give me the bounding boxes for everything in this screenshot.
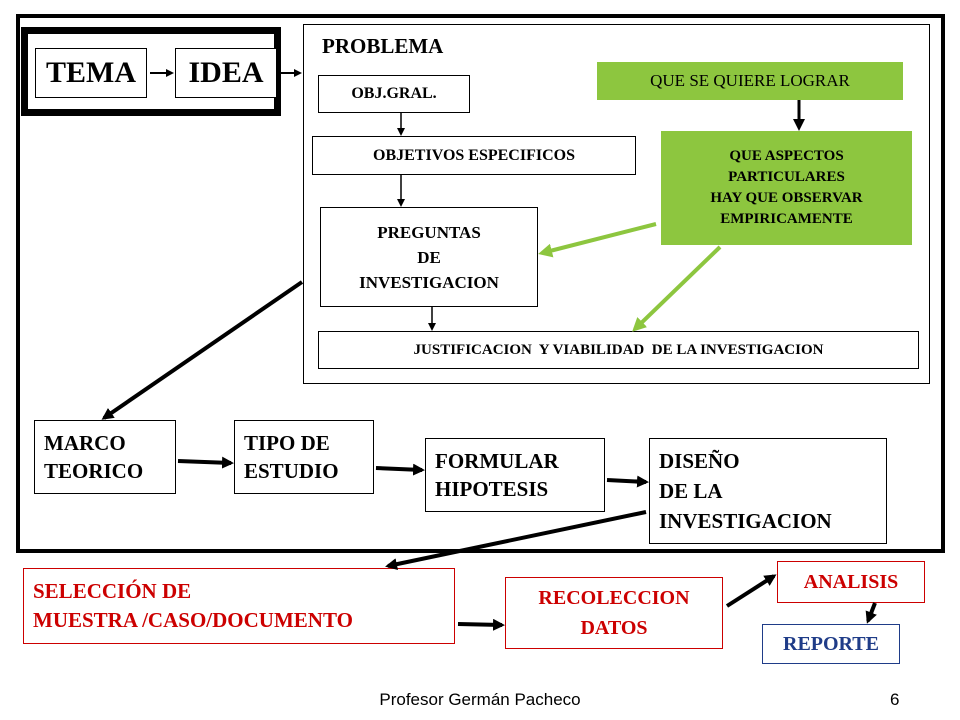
preguntas-line-2: DE (417, 247, 441, 267)
seleccion-muestra-line-2: MUESTRA /CASO/DOCUMENTO (33, 608, 353, 632)
preguntas-node: PREGUNTAS DE INVESTIGACION (320, 207, 538, 307)
obj-gral-label: OBJ.GRAL. (351, 85, 437, 102)
arrow-seleccion-recoleccion (457, 618, 505, 631)
tema-idea-frame (21, 27, 281, 116)
que-aspectos-node: QUE ASPECTOS PARTICULARES HAY QUE OBSERV… (661, 131, 912, 245)
que-aspectos-line-2: PARTICULARES (728, 169, 845, 185)
que-se-quiere-lograr-node: QUE SE QUIERE LOGRAR (597, 62, 903, 100)
arrow-analisis-reporte (865, 602, 877, 624)
footer-author: Profesor Germán Pacheco (379, 690, 581, 709)
tema-node: TEMA (35, 48, 147, 98)
arrow-recoleccion-analisis (725, 574, 777, 608)
problema-title: PROBLEMA (322, 34, 444, 58)
obj-gral-node: OBJ.GRAL. (318, 75, 470, 113)
objetivos-especificos-node: OBJETIVOS ESPECIFICOS (312, 136, 636, 175)
diseno-line-1: DISEÑO (659, 449, 740, 473)
que-aspectos-line-1: QUE ASPECTOS (729, 148, 844, 164)
recoleccion-datos-line-1: RECOLECCION (538, 587, 690, 609)
seleccion-muestra-node: SELECCIÓN DE MUESTRA /CASO/DOCUMENTO (23, 568, 455, 644)
arrow-diseno-seleccion (385, 510, 647, 571)
problema-frame (303, 24, 930, 384)
recoleccion-datos-node: RECOLECCION DATOS (505, 577, 723, 649)
diseno-line-3: INVESTIGACION (659, 509, 832, 533)
seleccion-muestra-line-1: SELECCIÓN DE (33, 579, 192, 603)
tema-label: TEMA (46, 56, 136, 89)
idea-node: IDEA (175, 48, 277, 98)
formular-hipotesis-line-2: HIPOTESIS (435, 477, 549, 501)
preguntas-line-3: INVESTIGACION (359, 272, 499, 292)
diseno-node: DISEÑO DE LA INVESTIGACION (649, 438, 887, 544)
recoleccion-datos-line-2: DATOS (580, 617, 648, 639)
arrow-aspectos-justificacion (632, 245, 722, 332)
reporte-node: REPORTE (762, 624, 900, 664)
marco-teorico-line-2: TEORICO (44, 459, 144, 483)
marco-teorico-line-1: MARCO (44, 431, 126, 455)
justificacion-label: JUSTIFICACION Y VIABILIDAD DE LA INVESTI… (413, 341, 824, 358)
analisis-node: ANALISIS (777, 561, 925, 603)
objetivos-especificos-label: OBJETIVOS ESPECIFICOS (373, 146, 575, 164)
arrow-marco-tipo (177, 456, 234, 469)
formular-hipotesis-node: FORMULAR HIPOTESIS (425, 438, 605, 512)
footer-page-number: 6 (890, 690, 900, 709)
tipo-estudio-line-1: TIPO DE (244, 431, 330, 455)
idea-label: IDEA (188, 56, 264, 89)
arrow-problema-marco (101, 280, 304, 420)
justificacion-node: JUSTIFICACION Y VIABILIDAD DE LA INVESTI… (318, 331, 919, 369)
main-frame (16, 14, 945, 553)
diseno-line-2: DE LA (659, 479, 723, 503)
que-aspectos-line-4: EMPIRICAMENTE (720, 211, 853, 227)
analisis-label: ANALISIS (803, 570, 899, 593)
arrow-tipo-formular (375, 463, 425, 476)
reporte-label: REPORTE (783, 632, 879, 655)
arrow-aspectos-preguntas (538, 222, 657, 258)
preguntas-line-1: PREGUNTAS (377, 222, 481, 242)
que-se-quiere-lograr-label: QUE SE QUIERE LOGRAR (650, 71, 850, 90)
tipo-estudio-line-2: ESTUDIO (244, 459, 339, 483)
tipo-estudio-node: TIPO DE ESTUDIO (234, 420, 374, 494)
marco-teorico-node: MARCO TEORICO (34, 420, 176, 494)
arrow-formular-diseno (606, 475, 649, 488)
que-aspectos-line-3: HAY QUE OBSERVAR (710, 190, 863, 206)
formular-hipotesis-line-1: FORMULAR (435, 449, 559, 473)
